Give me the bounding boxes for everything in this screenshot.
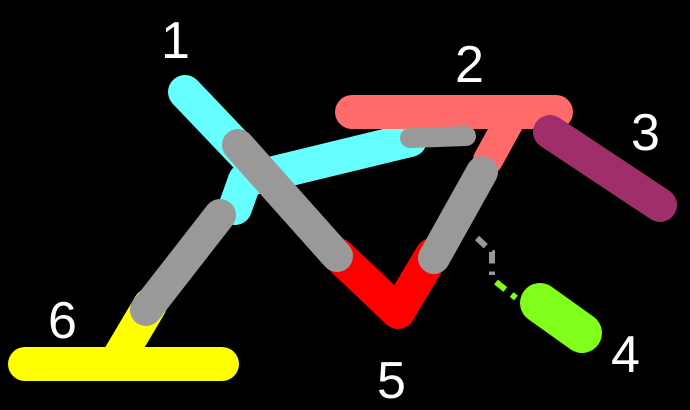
piece-2-arm: [473, 105, 525, 175]
piece-4: [520, 283, 602, 353]
label-4: 4: [611, 326, 640, 384]
piece-3-body: [533, 115, 677, 222]
label-1: 1: [161, 12, 190, 70]
connector-2-4-dashed: [474, 235, 495, 275]
connector-2-4-green-tail: [494, 279, 518, 301]
label-2: 2: [455, 36, 484, 94]
connector-6-1: [130, 199, 236, 326]
label-6: 6: [48, 292, 77, 350]
connector-1-2: [400, 126, 476, 148]
connector-5-2: [418, 156, 498, 274]
piece-5: [321, 238, 449, 329]
piece-5-body: [321, 238, 449, 329]
label-3: 3: [631, 104, 660, 162]
piece-2: [335, 95, 573, 175]
connectors: [130, 126, 518, 326]
piece-3: [533, 115, 677, 222]
piece-4-body: [520, 283, 602, 353]
label-5: 5: [377, 352, 406, 410]
connector-1-5: [222, 129, 353, 272]
